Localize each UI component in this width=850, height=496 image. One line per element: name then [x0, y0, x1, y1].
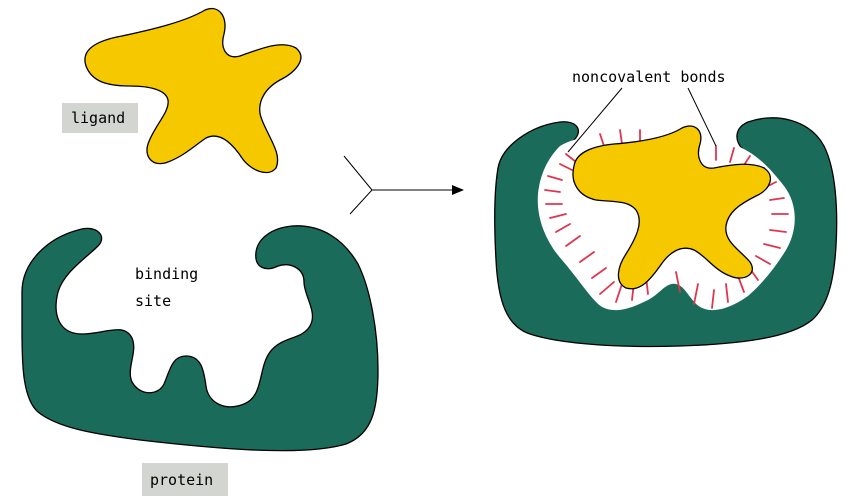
- free-protein-shape: [22, 226, 378, 451]
- protein-label: protein: [150, 471, 213, 489]
- arrowhead-icon: [452, 185, 464, 195]
- noncovalent-bonds-label: noncovalent bonds: [572, 68, 726, 86]
- ligand-label: ligand: [71, 109, 125, 127]
- combine-arrow: [344, 156, 464, 214]
- free-ligand-shape: [85, 9, 301, 173]
- binding-site-label-line1: binding: [135, 265, 198, 283]
- binding-site-label-line2: site: [135, 292, 171, 310]
